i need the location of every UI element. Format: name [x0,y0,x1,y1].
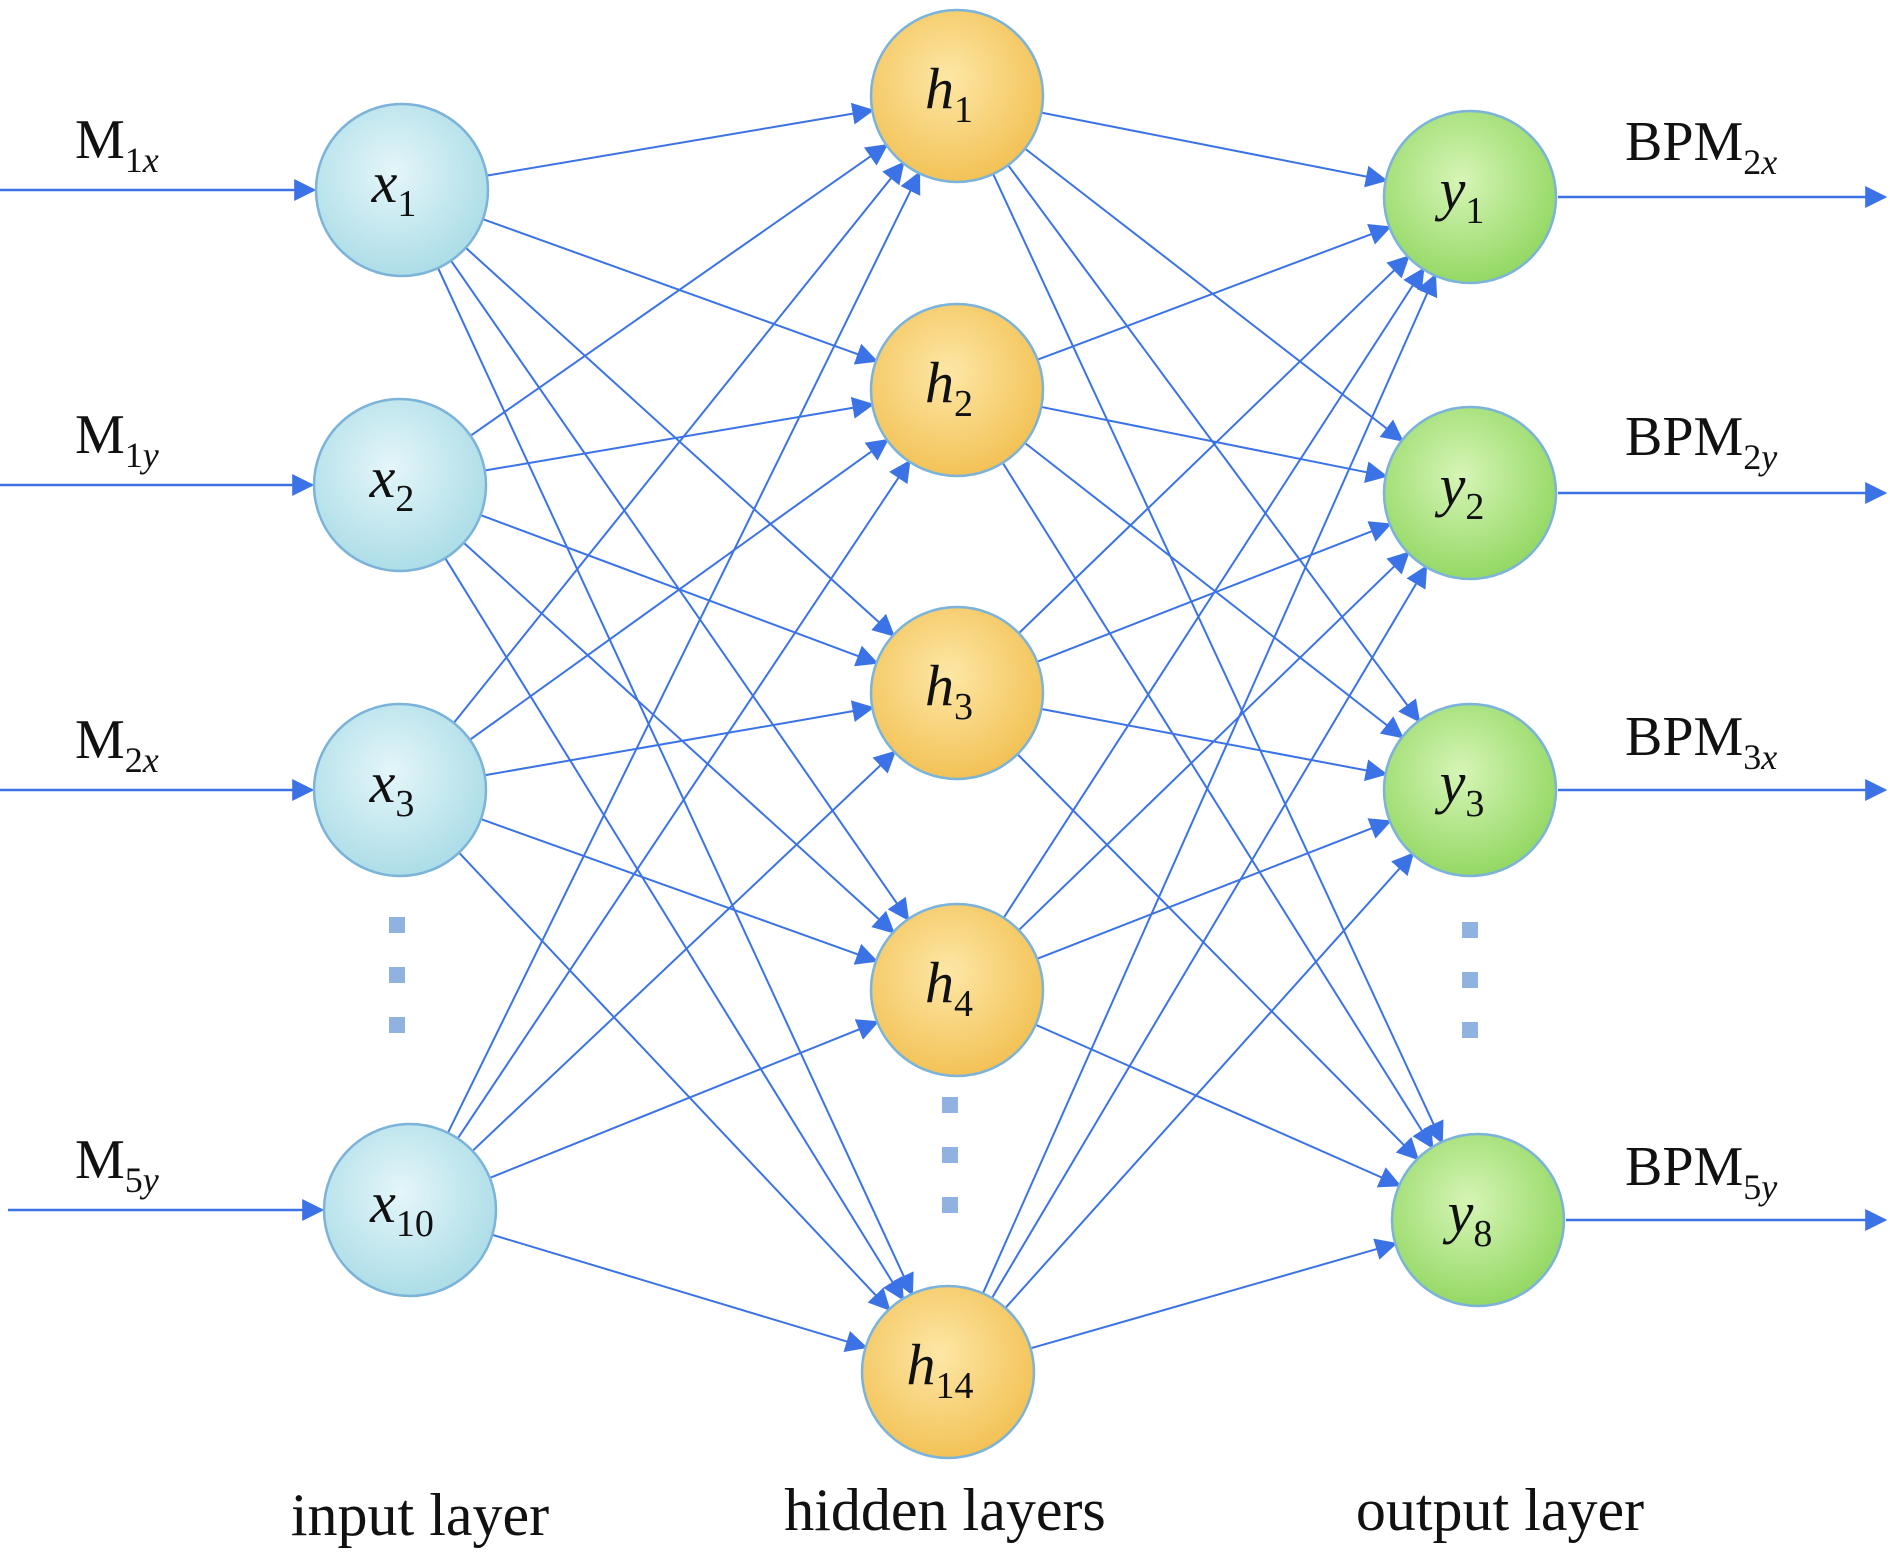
edge-input2-hidden2 [484,700,875,777]
edge-hidden0-output3 [992,173,1444,1144]
output-node: y1 [1382,109,1558,285]
edge-input3-hidden3 [489,1019,880,1179]
edge-hidden4-output0 [982,273,1438,1294]
edge-input3-hidden1 [456,459,911,1140]
edge-hidden3-output0 [1002,267,1425,919]
edge-hidden0-output2 [1007,164,1421,723]
hidden-ellipsis-dot [942,1147,958,1163]
output-node-label: y8 [1443,1180,1493,1255]
input-signal-label: M1x [75,109,159,180]
edge-hidden4-output3 [1030,1238,1398,1350]
edge-input1-hidden1 [484,396,875,472]
input-ellipsis-dot [389,967,405,983]
input-node: x3 [312,702,488,878]
edge-input2-hidden0 [453,161,905,724]
network-nodes: x1 x2 x3 x10 h1 h2 h3 h4 h14 y1 y2 y3 y8 [312,8,1566,1460]
edge-input0-hidden0 [486,102,875,177]
input-node: x1 [314,102,490,278]
input-node-label: x3 [369,750,415,825]
output-signal-label: BPM5y [1625,1136,1777,1207]
hidden-node-label: h3 [925,653,973,728]
input-node-label: x2 [369,445,415,520]
hidden-ellipsis-dot [942,1197,958,1213]
edge-input2-hidden1 [469,438,889,741]
input-signal-label: M5y [75,1129,159,1200]
hidden-node: h14 [860,1284,1036,1460]
hidden-ellipsis-dot [942,1097,958,1113]
output-ellipsis-dot [1462,972,1478,988]
output-node: y3 [1382,702,1558,878]
input-node: x2 [312,397,488,573]
edge-hidden1-output1 [1041,405,1388,483]
edge-hidden3-output3 [1035,1023,1402,1188]
input-signal-label: M2x [75,709,159,780]
input-layer-label: input layer [291,1482,549,1548]
output-node: y8 [1390,1132,1566,1308]
output-signal-label: BPM2x [1625,111,1777,182]
edge-hidden3-output1 [1018,551,1410,931]
output-layer-label: output layer [1356,1477,1644,1543]
edge-hidden1-output0 [1037,223,1392,361]
output-node-label: y1 [1435,157,1485,232]
input-ellipsis-dot [389,917,405,933]
hidden-node-label: h1 [925,56,973,131]
edge-hidden0-output0 [1041,111,1388,188]
hidden-node: h2 [869,302,1045,478]
edge-input1-hidden4 [444,557,904,1301]
hidden-node: h1 [869,8,1045,184]
edge-input2-hidden4 [458,851,891,1311]
output-signal-label: BPM2y [1625,406,1777,477]
hidden-layers-label: hidden layers [784,1477,1106,1543]
output-ellipsis-dot [1462,1022,1478,1038]
output-node-label: y3 [1435,750,1485,825]
output-ellipsis-dot [1462,922,1478,938]
edge-hidden1-output3 [1001,462,1434,1150]
edge-input3-hidden2 [471,750,897,1152]
edge-input0-hidden4 [437,267,914,1296]
edge-hidden4-output2 [1004,852,1415,1309]
hidden-node: h3 [869,605,1045,781]
hidden-node-label: h14 [907,1332,974,1407]
input-node-label: x10 [369,1170,434,1245]
hidden-node-label: h2 [925,350,973,425]
edge-input1-hidden3 [463,542,895,934]
hidden-node: h4 [869,902,1045,1078]
output-node: y2 [1382,405,1558,581]
input-ellipsis-dot [389,1017,405,1033]
edge-input3-hidden0 [447,171,921,1134]
output-signal-label: BPM3x [1625,706,1777,777]
input-signal-label: M1y [75,404,159,475]
connection-edges [437,102,1444,1353]
hidden-node-label: h4 [925,950,973,1025]
edge-hidden2-output3 [1016,753,1420,1161]
edge-hidden3-output2 [1036,818,1392,960]
edge-hidden2-output0 [1018,255,1410,634]
edge-hidden4-output1 [991,565,1428,1299]
ellipsis-dots [389,917,1478,1213]
edge-input1-hidden0 [469,143,889,437]
edge-input2-hidden3 [480,818,879,965]
input-node-label: x1 [371,150,417,225]
output-node-label: y2 [1435,453,1485,528]
edge-hidden1-output2 [1024,442,1404,739]
input-node: x10 [322,1122,498,1298]
edge-input3-hidden4 [492,1233,868,1353]
